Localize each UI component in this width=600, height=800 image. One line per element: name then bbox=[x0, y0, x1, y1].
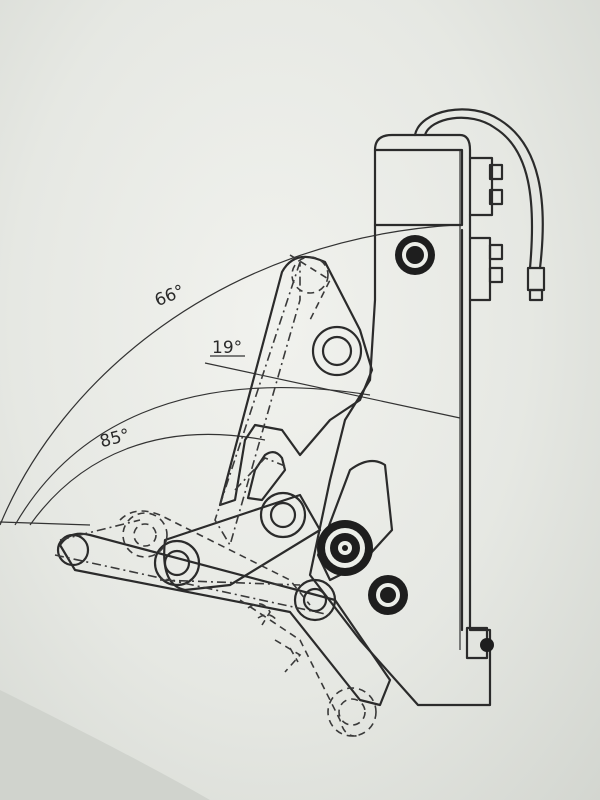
arc-outer bbox=[0, 224, 456, 526]
ref-line-19 bbox=[204, 362, 461, 419]
lower-hook bbox=[316, 459, 394, 582]
frame-bolts bbox=[368, 235, 494, 652]
ref-line-base bbox=[0, 521, 91, 526]
arc-19 bbox=[14, 387, 371, 526]
upper-arm bbox=[218, 255, 374, 507]
paper-fold bbox=[0, 690, 210, 800]
arc-85 bbox=[29, 433, 266, 526]
alternate-position-outline bbox=[54, 254, 377, 737]
angle-arcs bbox=[0, 150, 461, 650]
arm-pivot-circle bbox=[311, 325, 363, 377]
hydraulic-hose bbox=[413, 108, 546, 302]
angle-label-19: 19° bbox=[212, 338, 242, 358]
angle-label-66: 66° bbox=[152, 281, 187, 311]
main-frame bbox=[308, 133, 494, 707]
